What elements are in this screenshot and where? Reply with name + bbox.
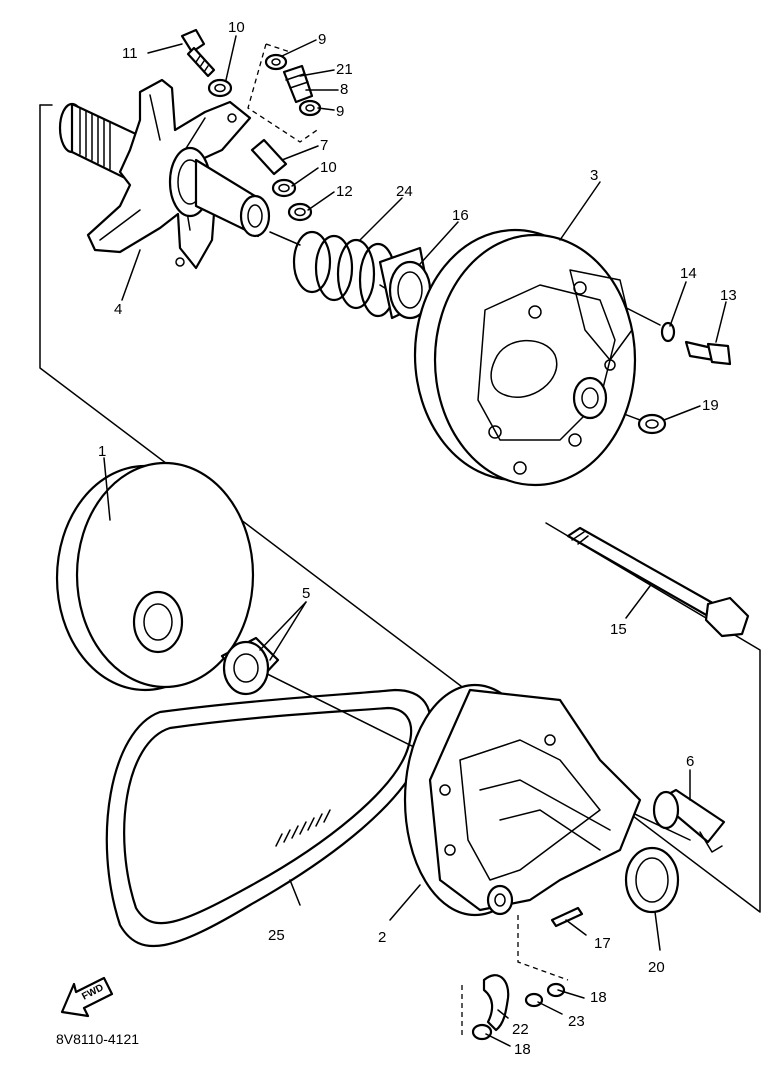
callout-2: 2: [378, 929, 386, 946]
lower-small-parts: [461, 906, 584, 1041]
callout-24: 24: [396, 183, 413, 200]
callout-21: 21: [336, 61, 353, 78]
bolt-and-washers-right: [637, 321, 732, 435]
part-15-long-bolt: [566, 526, 750, 638]
callout-22: 22: [512, 1021, 529, 1038]
callout-20: 20: [648, 959, 665, 976]
part-6-sleeve: [652, 788, 726, 853]
part-24-spring: [292, 230, 398, 318]
callout-23: 23: [568, 1013, 585, 1030]
forward-arrow-icon: FWD: [60, 976, 114, 1018]
drawing-code: 8V8110-4121: [56, 1031, 139, 1047]
callout-10-upper: 10: [228, 19, 245, 36]
callout-15: 15: [610, 621, 627, 638]
callout-labels: 11 10 9 21 8 9 7 10 12 24 16 3 4 14 13 1…: [98, 19, 737, 1058]
part-16-bushing: [378, 246, 432, 320]
callout-7: 7: [320, 137, 328, 154]
part-3-movable-sheave: [413, 228, 637, 487]
callout-8: 8: [340, 81, 348, 98]
callout-4: 4: [114, 301, 122, 318]
callout-17: 17: [594, 935, 611, 952]
callout-18-upper: 18: [590, 989, 607, 1006]
part-4-spider-hub: [58, 78, 271, 270]
callout-13: 13: [720, 287, 737, 304]
callout-1: 1: [98, 443, 106, 460]
callout-14: 14: [680, 265, 697, 282]
part-2-primary-housing: [403, 683, 642, 917]
part-5-bushing: [220, 636, 280, 696]
callout-9-upper: 9: [318, 31, 326, 48]
callout-9-lower: 9: [336, 103, 344, 120]
callout-16: 16: [452, 207, 469, 224]
part-1-fixed-sheave: [55, 461, 255, 692]
callout-12: 12: [336, 183, 353, 200]
callout-19: 19: [702, 397, 719, 414]
callout-5: 5: [302, 585, 310, 602]
callout-10-lower: 10: [320, 159, 337, 176]
leader-lines: [103, 35, 727, 1047]
callout-11: 11: [122, 45, 138, 62]
callout-18-lower: 18: [514, 1041, 531, 1058]
callout-25: 25: [268, 927, 285, 944]
callout-3: 3: [590, 167, 598, 184]
part-25-drive-belt: [105, 688, 432, 948]
part-20-ring: [624, 846, 680, 914]
callout-6: 6: [686, 753, 694, 770]
